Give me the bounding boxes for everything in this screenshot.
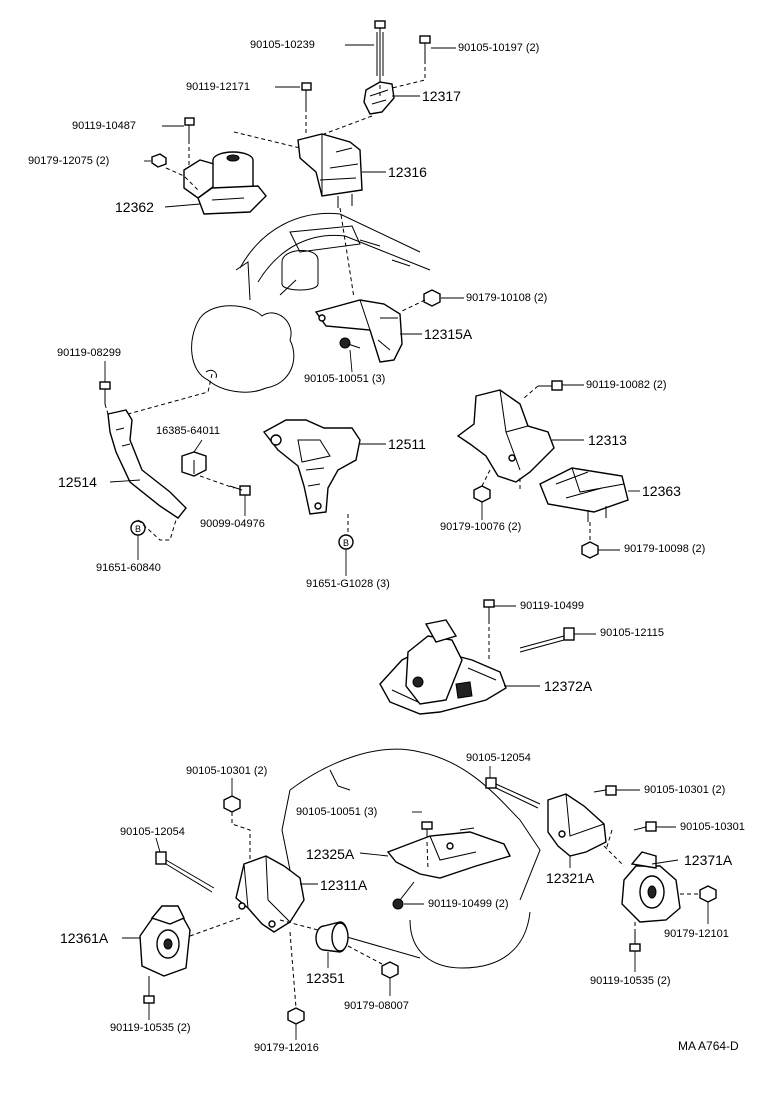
label-90179-12075: 90179-12075 (2)	[28, 155, 110, 167]
label-90119-10535-right: 90119-10535 (2)	[590, 975, 671, 987]
label-90119-10499-lower: 90119-10499 (2)	[428, 898, 509, 910]
mount-12372A	[379, 619, 507, 715]
leader-lines	[104, 44, 709, 1040]
label-12315A: 12315A	[424, 326, 473, 342]
label-12371A: 12371A	[684, 852, 733, 868]
alignment-lines	[104, 60, 700, 1009]
label-90099-04976: 90099-04976	[200, 518, 265, 530]
mount-12371A	[621, 851, 681, 923]
bracket-12317	[363, 81, 395, 115]
label-90105-10239: 90105-10239	[250, 39, 315, 51]
nut-90105-10301-left	[223, 795, 241, 813]
label-12363: 12363	[642, 483, 681, 499]
label-12362: 12362	[115, 199, 154, 215]
bolt-90105-12054-right	[485, 777, 541, 809]
label-12325A: 12325A	[306, 846, 355, 862]
label-12311A: 12311A	[320, 877, 368, 893]
label-90179-12101: 90179-12101	[664, 928, 729, 940]
bolt-90119-10499-upper	[483, 599, 495, 620]
stopper-16385-64011	[181, 451, 207, 477]
nut-90179-12101	[699, 885, 717, 903]
bolt-90105-10051-upper	[339, 337, 361, 349]
label-90105-10051-upper: 90105-10051 (3)	[304, 373, 386, 385]
bracket-12315A	[314, 299, 403, 363]
label-90179-12016: 90179-12016	[254, 1042, 319, 1054]
svg-text:B: B	[343, 538, 349, 548]
label-90105-10197: 90105-10197 (2)	[458, 42, 540, 54]
label-91651-G1028: 91651-G1028 (3)	[306, 578, 390, 590]
rod-12514	[107, 409, 187, 519]
label-12321A: 12321A	[546, 870, 595, 886]
label-90119-10499-upper: 90119-10499	[520, 600, 585, 612]
bracket-12325A	[386, 827, 512, 879]
label-90105-12115: 90105-12115	[600, 627, 665, 639]
bracket-12316	[297, 133, 363, 208]
mount-12362	[183, 151, 267, 215]
label-12317: 12317	[422, 88, 461, 104]
bolt-90105-10301-right-a	[593, 785, 617, 796]
label-90179-10108: 90179-10108 (2)	[466, 292, 548, 304]
label-12351: 12351	[306, 970, 345, 986]
bolt-90105-12054-left	[155, 851, 215, 893]
bolt-90099-04976	[229, 485, 251, 496]
bolt-90119-10499-lower	[392, 881, 415, 910]
label-90119-08299: 90119-08299	[57, 347, 122, 359]
bracket-12321A	[547, 793, 607, 857]
label-90105-12054-left: 90105-12054	[120, 826, 185, 838]
nut-90179-10076	[473, 485, 491, 503]
label-90119-10082: 90119-10082 (2)	[586, 379, 667, 391]
nut-90179-10098	[581, 541, 599, 559]
nut-90179-12016	[287, 1007, 305, 1025]
bolt-90119-10535-left	[143, 980, 155, 1004]
svg-text:B: B	[135, 524, 141, 534]
nut-90179-10108	[423, 289, 441, 307]
engine-outline-lower	[281, 748, 541, 969]
label-12511: 12511	[388, 436, 426, 452]
bolt-90105-12115	[519, 627, 575, 653]
nut-90179-08007	[381, 961, 399, 979]
label-90179-10098: 90179-10098 (2)	[624, 543, 706, 555]
bracket-12511	[262, 419, 361, 515]
label-12361A: 12361A	[60, 930, 109, 946]
nut-91651-60840: B	[130, 520, 146, 536]
bolt-90119-12171	[301, 82, 312, 108]
label-90119-10535-left: 90119-10535 (2)	[110, 1022, 191, 1034]
label-90105-10301-right-a: 90105-10301 (2)	[644, 784, 726, 796]
nut-91651-G1028: B	[338, 534, 354, 550]
bolt-90119-08299	[99, 381, 111, 404]
bolt-90119-10082	[538, 380, 563, 391]
bolt-90105-10239	[374, 20, 386, 78]
bolt-90105-10301-right-b	[633, 821, 657, 832]
engine-outline-upper	[191, 212, 431, 393]
label-90105-10301-right-b: 90105-10301	[680, 821, 745, 833]
label-12372A: 12372A	[544, 678, 593, 694]
label-90119-10487: 90119-10487	[72, 120, 137, 132]
bolt-90105-10197	[419, 35, 431, 60]
bolt-90119-10487	[184, 117, 195, 140]
nut-90179-12075	[151, 153, 167, 168]
bolt-90119-10535-right	[629, 930, 641, 952]
bracket-12313	[456, 389, 555, 483]
label-91651-60840: 91651-60840	[96, 562, 161, 574]
label-16385-64011: 16385-64011	[156, 425, 221, 437]
bracket-12311A	[235, 855, 305, 933]
bushing-12351	[315, 921, 349, 953]
label-90179-08007: 90179-08007	[344, 1000, 409, 1012]
label-12313: 12313	[588, 432, 627, 448]
label-90119-12171: 90119-12171	[186, 81, 251, 93]
label-90179-10076: 90179-10076 (2)	[440, 521, 522, 533]
label-90105-10051-lower: 90105-10051 (3)	[296, 806, 378, 818]
label-90105-10301-left: 90105-10301 (2)	[186, 765, 268, 777]
diagram-code: MA A764-D	[678, 1039, 739, 1053]
mount-12363	[539, 467, 629, 522]
label-90105-12054-right: 90105-12054	[466, 752, 531, 764]
label-12316: 12316	[388, 164, 427, 180]
label-12514: 12514	[58, 474, 97, 490]
mount-12361A	[139, 905, 191, 977]
